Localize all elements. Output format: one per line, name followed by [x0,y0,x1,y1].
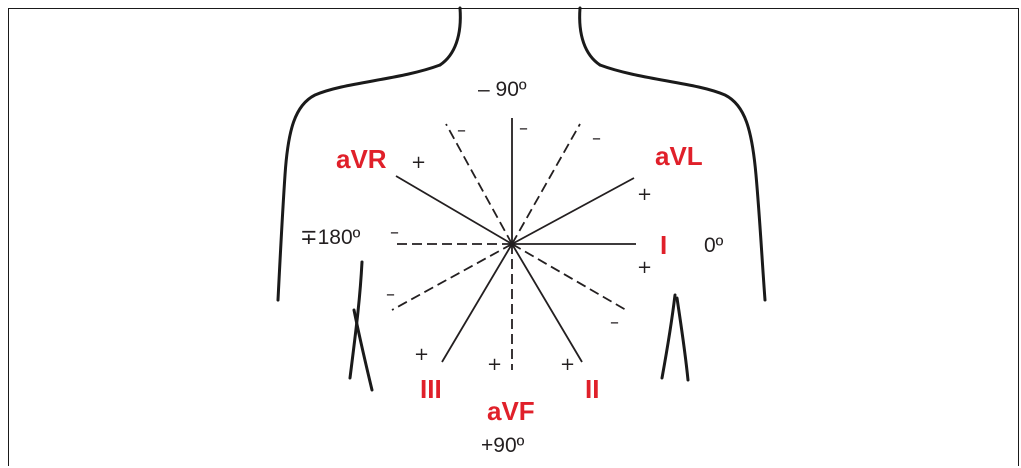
right-arm-inner [662,295,675,378]
angle-label-top: – 90º [478,78,527,101]
sign-avr-plus: + [411,152,426,173]
angle-label-left: ∓180º [300,226,361,249]
sign-avf-plus: + [487,354,502,375]
sign-lead-ii-plus: + [560,354,575,375]
right-arm-inner-2 [677,298,688,380]
sign-lead-i-minus: – [390,222,399,243]
sign-lead-iii-plus: + [414,344,429,365]
torso-outline [278,8,765,390]
angle-label-right: 0º [704,234,724,257]
lead-label-i: I [660,230,667,260]
sign-avr-minus: – [610,312,619,333]
lead-axes [392,118,636,370]
axis-lead-ii-negative [446,124,512,244]
lead-label-avl: aVL [655,141,703,171]
sign-lead-iii-minus: – [592,128,601,149]
sign-avf-minus: – [519,118,528,139]
left-arm-inner-2 [354,310,372,390]
neck-left [440,8,460,65]
axis-lead-ii-positive [512,244,582,362]
sign-lead-ii-minus: – [457,120,466,141]
lead-label-avf: aVF [487,396,535,426]
sign-avl-minus: – [386,284,395,305]
axis-avr-positive [396,176,512,244]
angle-label-bottom: +90º [481,434,525,457]
lead-label-avr: aVR [336,144,387,174]
axis-avl-negative [392,244,512,310]
lead-label-ii: II [585,374,599,404]
left-shoulder [278,65,440,300]
axis-lead-iii-positive [442,244,512,362]
lead-label-iii: III [420,374,442,404]
sign-lead-i-plus: + [637,257,652,278]
axis-avr-negative [512,244,626,310]
neck-right [580,8,600,65]
sign-avl-plus: + [637,184,652,205]
